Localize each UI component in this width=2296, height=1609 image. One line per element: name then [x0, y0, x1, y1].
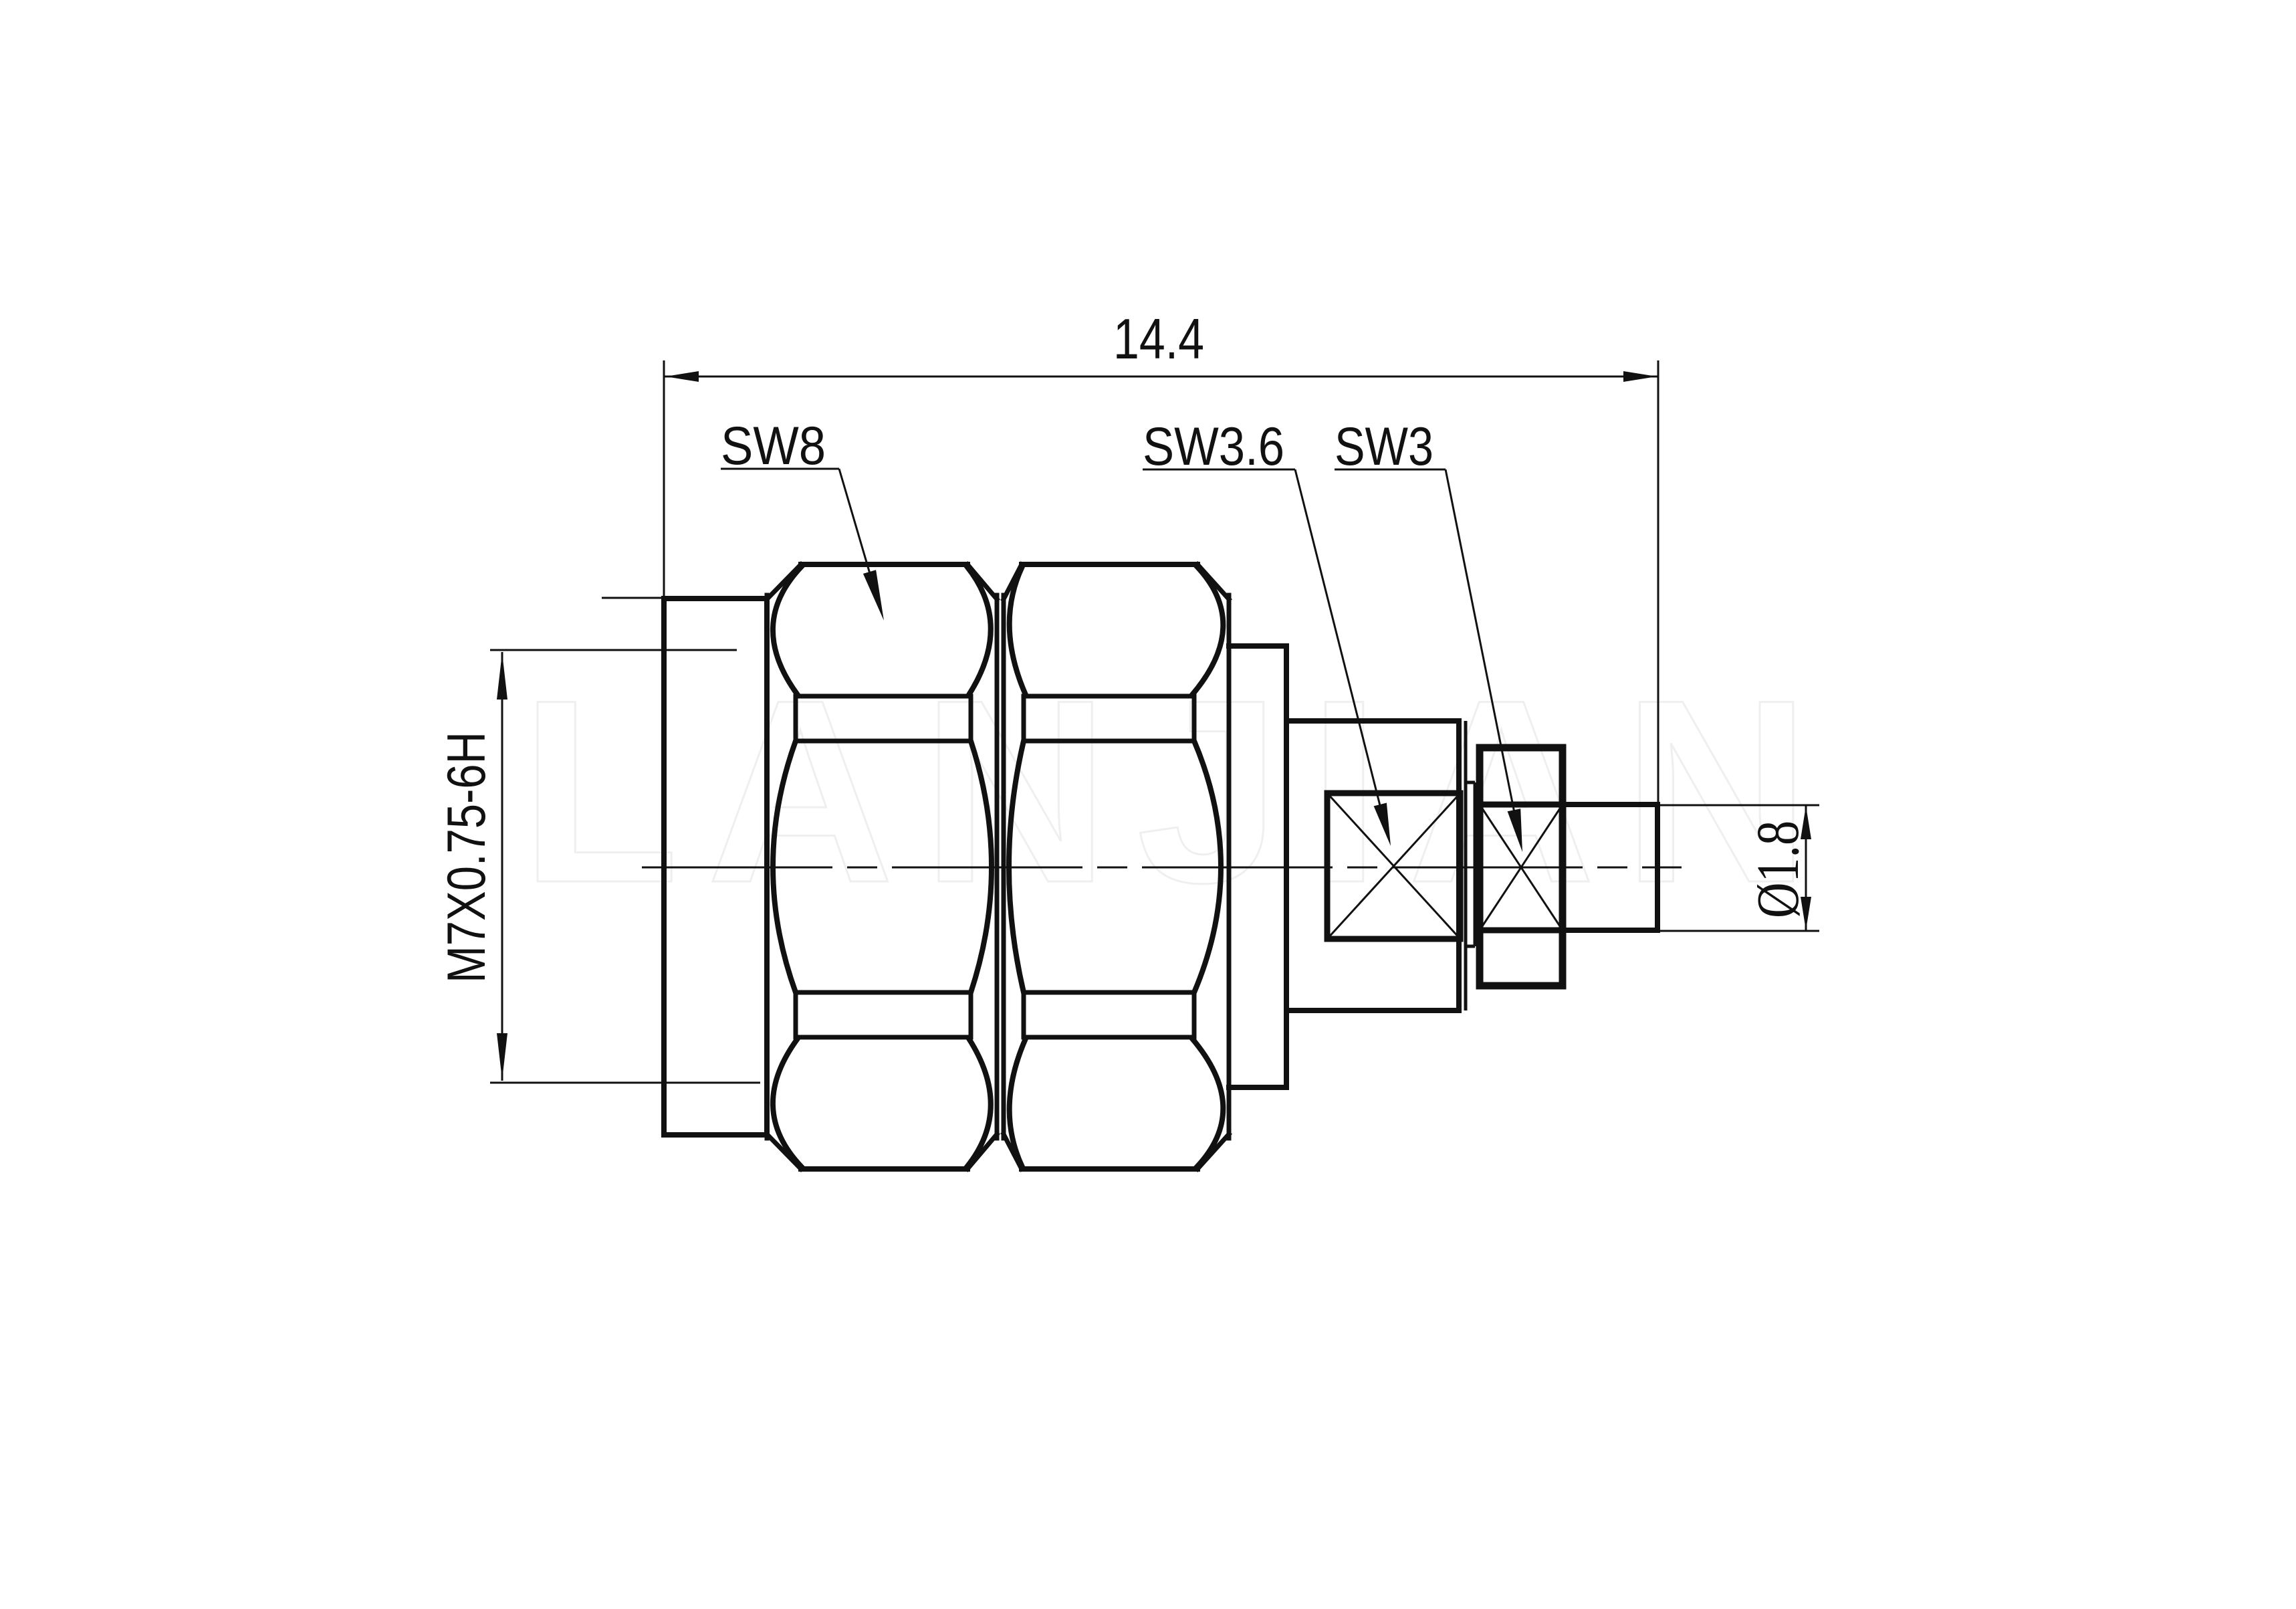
svg-text:M7X0.75-6H: M7X0.75-6H [437, 732, 497, 983]
svg-text:Ø1.8: Ø1.8 [1745, 821, 1811, 918]
svg-text:SW8: SW8 [721, 416, 826, 476]
svg-text:14.4: 14.4 [1113, 308, 1204, 371]
svg-text:SW3.6: SW3.6 [1143, 417, 1284, 477]
svg-text:SW3: SW3 [1335, 417, 1433, 477]
svg-text:LANJIAN: LANJIAN [520, 645, 1837, 937]
